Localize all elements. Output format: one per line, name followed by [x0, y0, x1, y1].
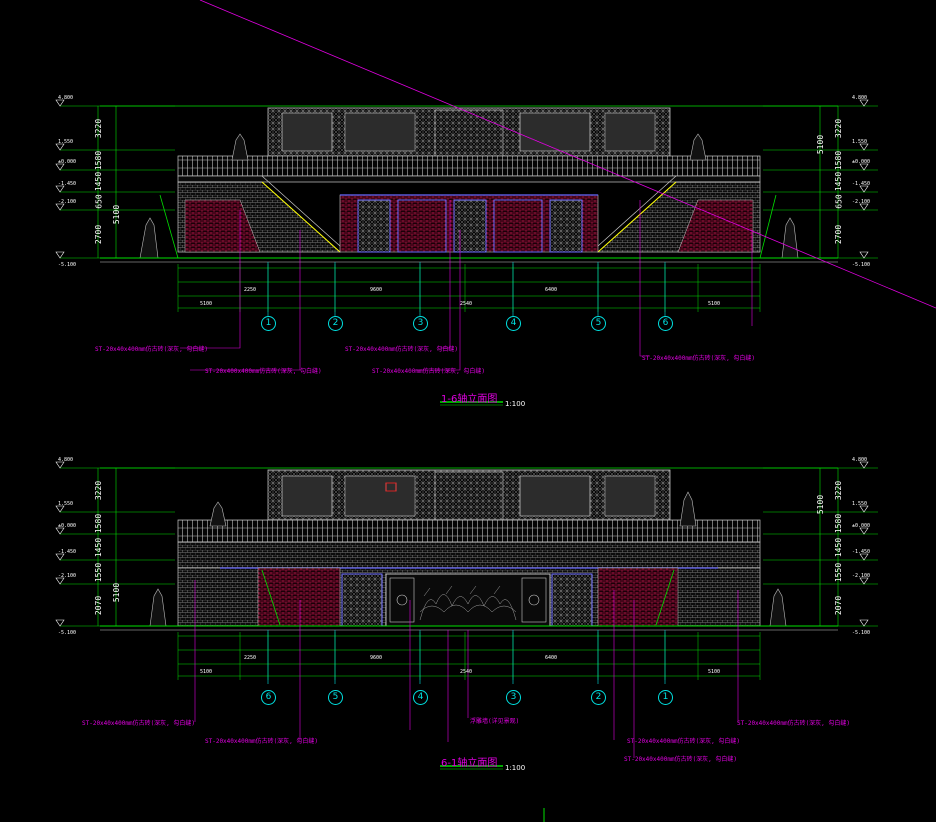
note-top-3: ST-20x40x400mm仿古砖(深灰, 勾白缝): [372, 368, 486, 375]
vdim-bottom-left-3: 1550: [94, 562, 104, 583]
axis-bubble-bottom-1: 1: [658, 690, 673, 705]
vdim-bottom-left-2: 1450: [94, 537, 104, 558]
vdim-bottom-right-1: 1580: [834, 513, 844, 534]
note-bottom-2: 浮雕墙(详见景观): [470, 718, 520, 725]
top-elevation-title: 1-6轴立面图: [441, 394, 498, 405]
vdim-bottom-right-4: 2070: [834, 595, 844, 616]
level-top-left-4: -2.100: [58, 199, 77, 205]
vdim-top-right-0: 3220: [834, 118, 844, 139]
axis-bubble-top-6: 6: [658, 316, 673, 331]
dim-top-4: 6400: [545, 287, 558, 293]
level-bottom-left-5: -5.100: [58, 630, 77, 636]
dim-bottom-2: 9600: [370, 655, 383, 661]
axis-bubble-top-3: 3: [413, 316, 428, 331]
dim-bottom-1: 2250: [244, 655, 257, 661]
level-top-left-3: -1.450: [58, 181, 77, 187]
axis-bubble-top-2: 2: [328, 316, 343, 331]
level-top-left-2: ±0.000: [58, 159, 77, 165]
level-top-right-4: -2.100: [852, 199, 871, 205]
axis-bubble-bottom-4: 4: [413, 690, 428, 705]
dim-bottom-5: 5100: [708, 669, 721, 675]
note-bottom-3: ST-20x40x400mm仿古砖(深灰, 勾白缝): [627, 738, 741, 745]
axis-bubble-top-1: 1: [261, 316, 276, 331]
vdim-bottom-left-5: 5100: [112, 582, 122, 603]
vdim-top-right-2: 1450: [834, 171, 844, 192]
level-bottom-right-5: -5.100: [852, 630, 871, 636]
level-bottom-left-3: -1.450: [58, 549, 77, 555]
vdim-top-right-3: 650: [834, 194, 844, 209]
note-bottom-1: ST-20x40x400mm仿古砖(深灰, 勾白缝): [205, 738, 319, 745]
level-top-right-5: -5.100: [852, 262, 871, 268]
level-top-left-5: -5.100: [58, 262, 77, 268]
vdim-bottom-right-3: 1550: [834, 562, 844, 583]
note-bottom-4: ST-20x40x400mm仿古砖(深灰, 勾白缝): [624, 756, 738, 763]
construction-line: [199, 0, 936, 309]
vdim-bottom-left-0: 3220: [94, 480, 104, 501]
bottom-elevation-title: 6-1轴立面图: [441, 758, 498, 769]
level-top-right-3: -1.450: [852, 181, 871, 187]
vdim-top-left-4: 2700: [94, 224, 104, 245]
vdim-top-right-4: 2700: [834, 224, 844, 245]
bottom-elevation-scale: 1:100: [505, 764, 526, 772]
level-bottom-left-1: 1.550: [58, 501, 74, 507]
level-bottom-left-2: ±0.000: [58, 523, 77, 529]
level-bottom-right-2: ±0.000: [852, 523, 871, 529]
axis-bubble-bottom-5: 5: [328, 690, 343, 705]
level-top-left-1: 1.550: [58, 139, 74, 145]
axis-bubble-bottom-2: 2: [591, 690, 606, 705]
level-bottom-right-4: -2.100: [852, 573, 871, 579]
dim-bottom-3: 2540: [460, 669, 473, 675]
vdim-bottom-right-2: 1450: [834, 537, 844, 558]
note-top-0: ST-20x40x400mm仿古砖(深灰, 勾白缝): [95, 346, 209, 353]
level-bottom-right-0: 4.800: [852, 457, 868, 463]
vdim-top-left-0: 3220: [94, 118, 104, 139]
vdim-top-left-1: 1580: [94, 150, 104, 171]
vdim-bottom-left-4: 2070: [94, 595, 104, 616]
elevation-1-6: [55, 99, 878, 406]
level-bottom-right-3: -1.450: [852, 549, 871, 555]
elevation-6-1: [55, 461, 878, 770]
vdim-bottom-right-0: 3220: [834, 480, 844, 501]
vdim-top-left-5: 5100: [112, 204, 122, 225]
level-top-right-2: ±0.000: [852, 159, 871, 165]
axis-bubble-top-5: 5: [591, 316, 606, 331]
dim-top-3: 2540: [460, 301, 473, 307]
dim-top-2: 9600: [370, 287, 383, 293]
axis-bubble-top-4: 4: [506, 316, 521, 331]
level-top-left-0: 4.800: [58, 95, 74, 101]
dim-top-5: 5100: [708, 301, 721, 307]
level-bottom-right-1: 1.550: [852, 501, 868, 507]
vdim-top-right-5: 5100: [816, 134, 826, 155]
note-top-1: ST-20x400x400mm仿古砖(深灰, 勾白缝): [205, 368, 322, 375]
vdim-bottom-right-5: 5100: [816, 494, 826, 515]
vdim-top-right-1: 1580: [834, 150, 844, 171]
level-bottom-left-4: -2.100: [58, 573, 77, 579]
note-top-2: ST-20x40x400mm仿古砖(深灰, 勾白缝): [345, 346, 459, 353]
top-elevation-scale: 1:100: [505, 400, 526, 408]
vdim-top-left-3: 650: [94, 194, 104, 209]
level-top-right-0: 4.800: [852, 95, 868, 101]
vdim-top-left-2: 1450: [94, 171, 104, 192]
note-top-4: ST-20x40x400mm仿古砖(深灰, 勾白缝): [642, 355, 756, 362]
axis-bubble-bottom-6: 6: [261, 690, 276, 705]
level-bottom-left-0: 4.800: [58, 457, 74, 463]
note-bottom-0: ST-20x40x400mm仿古砖(深灰, 勾白缝): [82, 720, 196, 727]
note-bottom-5: ST-20x40x400mm仿古砖(深灰, 勾白缝): [737, 720, 851, 727]
vdim-bottom-left-1: 1580: [94, 513, 104, 534]
level-top-right-1: 1.550: [852, 139, 868, 145]
axis-bubble-bottom-3: 3: [506, 690, 521, 705]
dim-top-0: 5100: [200, 301, 213, 307]
dim-bottom-0: 5100: [200, 669, 213, 675]
dim-bottom-4: 6400: [545, 655, 558, 661]
dim-top-1: 2250: [244, 287, 257, 293]
